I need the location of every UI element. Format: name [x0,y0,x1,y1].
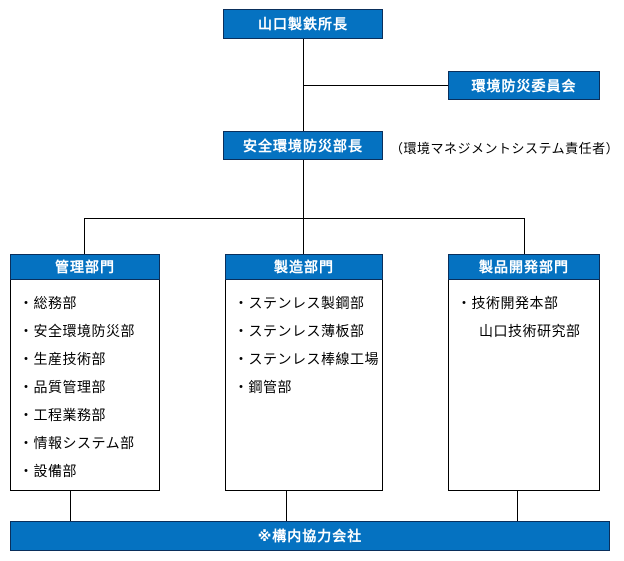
list-item: ・品質管理部 [19,380,106,396]
connector-bus-to-col3 [524,218,525,254]
column-product-development: 製品開発部門 ・技術開発本部 山口技術研究部 [448,254,600,491]
list-item: ・総務部 [19,296,77,312]
list-item: ・安全環境防災部 [19,324,135,340]
connector-col2-to-footer [286,491,287,522]
connector-col1-to-footer [70,491,71,522]
column-manufacturing: 製造部門 ・ステンレス製鋼部 ・ステンレス薄板部 ・ステンレス棒線工場 ・鋼管部 [225,254,383,491]
list-item: 山口技術研究部 [479,324,581,340]
list-item: ・鋼管部 [234,380,292,396]
list-item: ・ステンレス製鋼部 [234,296,365,312]
box-environment-committee-label: 環境防災委員会 [471,78,577,95]
box-onsite-partner-companies[interactable]: ※構内協力会社 [10,521,610,551]
list-item: ・工程業務部 [19,408,106,424]
list-item: ・ステンレス棒線工場 [234,352,379,368]
column-product-development-header[interactable]: 製品開発部門 [448,254,600,280]
box-plant-manager-label: 山口製鉄所長 [258,17,348,33]
box-safety-environment-manager-label: 安全環境防災部長 [243,138,363,155]
column-administration: 管理部門 ・総務部 ・安全環境防災部 ・生産技術部 ・品質管理部 ・工程業務部 … [10,254,160,491]
column-administration-header-label: 管理部門 [55,260,115,276]
list-item: ・設備部 [19,464,77,480]
list-item: ・生産技術部 [19,352,106,368]
column-manufacturing-body: ・ステンレス製鋼部 ・ステンレス薄板部 ・ステンレス棒線工場 ・鋼管部 [225,280,383,491]
manager-annotation: （環境マネジメントシステム責任者） [390,142,620,157]
list-item: ・技術開発本部 [457,296,559,312]
connector-manager-to-committee [303,85,448,86]
box-onsite-partner-companies-label: ※構内協力会社 [257,529,363,545]
connector-manager-to-bus [303,160,304,254]
connector-department-bus [84,218,524,219]
list-item: ・情報システム部 [19,436,135,452]
column-product-development-header-label: 製品開発部門 [479,260,569,276]
box-plant-manager[interactable]: 山口製鉄所長 [223,9,383,39]
connector-col3-to-footer [517,491,518,522]
list-item: ・ステンレス薄板部 [234,324,365,340]
column-administration-header[interactable]: 管理部門 [10,254,160,280]
column-product-development-body: ・技術開発本部 山口技術研究部 [448,280,600,491]
column-administration-body: ・総務部 ・安全環境防災部 ・生産技術部 ・品質管理部 ・工程業務部 ・情報シス… [10,280,160,491]
connector-bus-to-col1 [84,218,85,254]
box-safety-environment-manager[interactable]: 安全環境防災部長 [223,131,383,160]
column-manufacturing-header[interactable]: 製造部門 [225,254,383,280]
box-environment-committee[interactable]: 環境防災委員会 [448,71,600,100]
column-manufacturing-header-label: 製造部門 [274,260,334,276]
